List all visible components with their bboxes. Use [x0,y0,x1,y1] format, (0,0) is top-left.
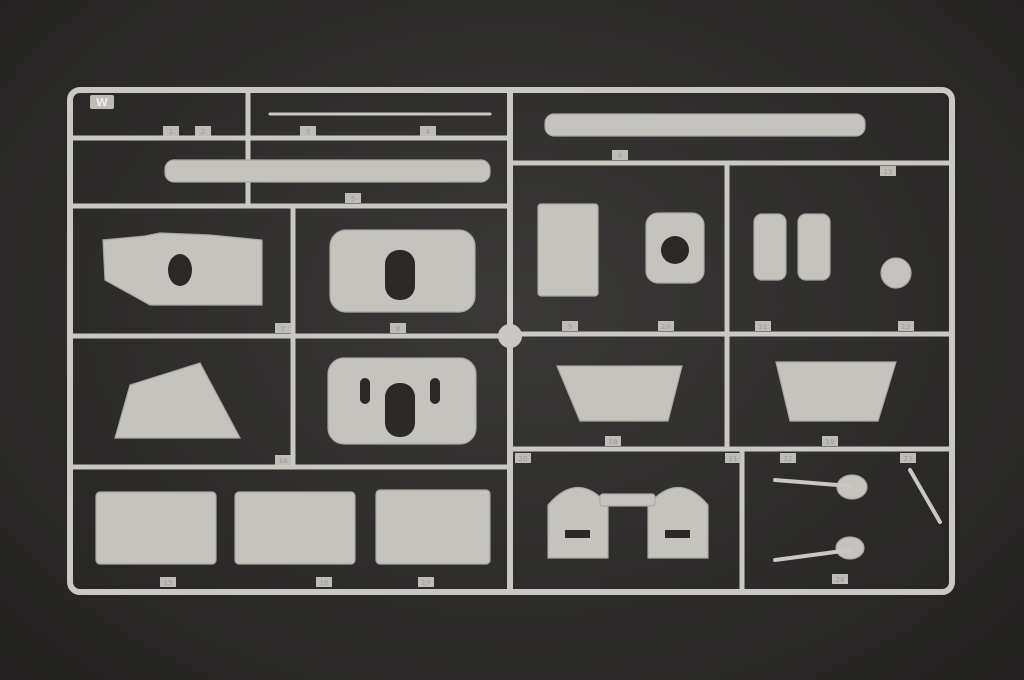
sprue-letter: W [96,96,108,109]
part-tag: 9 [562,321,578,331]
part-number-label: 21 [729,455,738,463]
part-tag: 18 [605,436,621,446]
part-number-label: 6 [618,152,623,160]
part-tag: 3 [300,126,316,136]
part-tag: 11 [755,321,771,331]
part-number-label: 10 [662,323,671,331]
part-tag: 15 [160,577,176,587]
part-tag: 14 [275,455,291,465]
part-number-label: 22 [784,455,793,463]
part-tag: 24 [832,574,848,584]
part-tag: 7 [275,323,291,333]
armor-parts [95,229,491,565]
barrel-parts [164,112,866,183]
part-tag: 10 [658,321,674,331]
part-number-label: 13 [884,168,893,176]
part-tag: 22 [780,453,796,463]
part-number-label: 20 [519,455,528,463]
part-tag: 20 [515,453,531,463]
sprue-hub [498,324,522,348]
sprue-frame: W [67,87,955,595]
part-number-label: 11 [759,323,768,331]
part-number-label: 15 [164,579,173,587]
part-tag: 8 [390,323,406,333]
part-tag: 17 [418,577,434,587]
part-tag: 16 [316,577,332,587]
part-number-label: 16 [320,579,329,587]
part-number-label: 24 [836,576,845,584]
part-number-label: 17 [422,579,431,587]
part-number-label: 4 [426,128,431,136]
part-number-label: 1 [169,128,173,136]
part-tag: 6 [612,150,628,160]
part-number-label: 19 [826,438,835,446]
part-tag: 13 [880,166,896,176]
part-number-label: 14 [279,457,288,465]
part-number-label: 3 [306,128,310,136]
part-number-tags: 1 2 3 4 5 6 7 8 9 10 11 12 13 14 15 16 1… [160,126,916,587]
part-tag: 21 [725,453,741,463]
part-tag: 2 [195,126,211,136]
part-number-label: 5 [351,195,355,203]
part-number-label: 23 [904,455,913,463]
part-tag: 1 [163,126,179,136]
part-tag: 19 [822,436,838,446]
part-tag: 12 [898,321,914,331]
part-number-label: 8 [396,325,400,333]
part-tag: 23 [900,453,916,463]
hull-parts [537,203,942,562]
part-tag: 5 [345,193,361,203]
part-tag: 4 [420,126,436,136]
part-number-label: 12 [902,323,911,331]
part-number-label: 18 [609,438,618,446]
part-number-label: 7 [281,325,285,333]
part-number-label: 9 [568,323,572,331]
part-number-label: 2 [201,128,205,136]
